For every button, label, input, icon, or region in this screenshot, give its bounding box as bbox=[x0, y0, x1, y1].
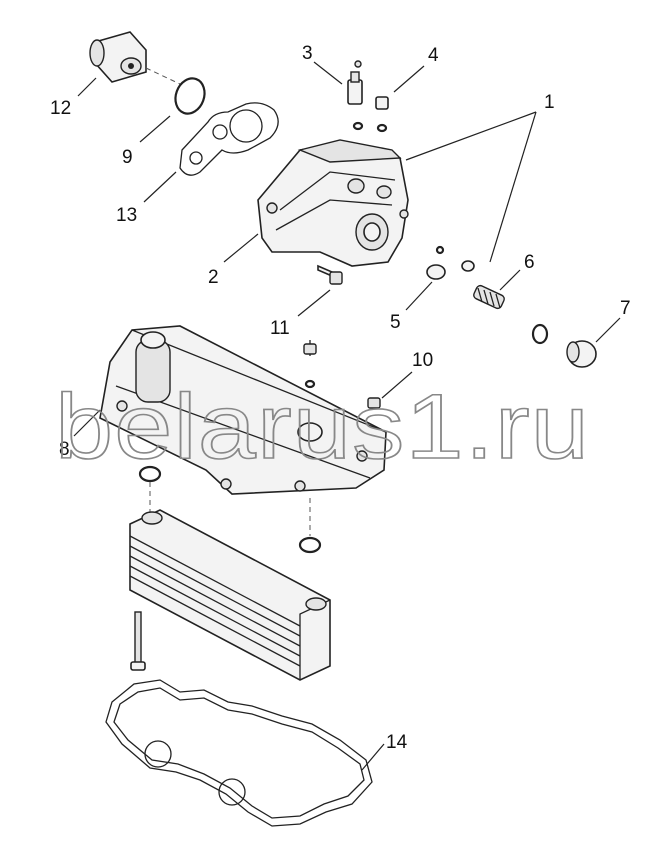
leader-8 bbox=[73, 409, 101, 437]
leader-13 bbox=[143, 171, 177, 203]
callout-8: 8 bbox=[59, 439, 70, 460]
leader-5 bbox=[405, 281, 433, 311]
callout-14: 14 bbox=[386, 732, 408, 753]
oil-cooler-core[interactable] bbox=[129, 509, 331, 681]
callout-11: 11 bbox=[270, 318, 290, 339]
leader-12 bbox=[77, 77, 97, 97]
part-7-plug[interactable] bbox=[531, 323, 597, 368]
callout-2: 2 bbox=[208, 267, 219, 288]
callout-12: 12 bbox=[50, 98, 71, 119]
part-2-housing[interactable] bbox=[257, 139, 409, 267]
leader-11 bbox=[297, 289, 331, 317]
part-13-gasket[interactable] bbox=[179, 102, 279, 176]
callout-6: 6 bbox=[524, 252, 535, 273]
callout-7: 7 bbox=[620, 298, 631, 319]
leader-14 bbox=[361, 743, 385, 771]
watermark-text: belarus1.ru bbox=[55, 376, 590, 478]
part-3-fitting[interactable] bbox=[347, 60, 364, 131]
leader-9 bbox=[139, 115, 171, 143]
callout-3: 3 bbox=[302, 43, 313, 64]
callout-13: 13 bbox=[116, 205, 137, 226]
callout-9: 9 bbox=[122, 147, 133, 168]
part-4-plug[interactable] bbox=[375, 96, 389, 133]
leader-6 bbox=[499, 269, 521, 291]
callout-4: 4 bbox=[428, 45, 439, 66]
o-ring-lower[interactable] bbox=[298, 536, 322, 554]
part-9-o-ring[interactable] bbox=[171, 74, 210, 117]
part-8-cover-plate[interactable] bbox=[99, 325, 387, 495]
leader-1a bbox=[405, 111, 537, 161]
long-bolt[interactable] bbox=[130, 611, 146, 671]
part-12-filter-cartridge[interactable] bbox=[89, 31, 147, 83]
leader-4 bbox=[393, 65, 425, 93]
o-ring-upper[interactable] bbox=[138, 465, 162, 483]
leader-10 bbox=[381, 371, 413, 399]
part-6-spring[interactable] bbox=[461, 260, 506, 310]
leader-3 bbox=[313, 61, 343, 85]
leader-2 bbox=[223, 233, 259, 263]
leader-1b bbox=[489, 111, 537, 263]
part-5-valve[interactable] bbox=[426, 245, 446, 280]
callout-5: 5 bbox=[390, 312, 401, 333]
callout-1: 1 bbox=[544, 92, 555, 113]
part-14-gasket[interactable] bbox=[105, 679, 373, 827]
leader-7 bbox=[595, 317, 621, 343]
callout-10: 10 bbox=[412, 350, 433, 371]
part-11-bolt[interactable] bbox=[317, 264, 343, 285]
